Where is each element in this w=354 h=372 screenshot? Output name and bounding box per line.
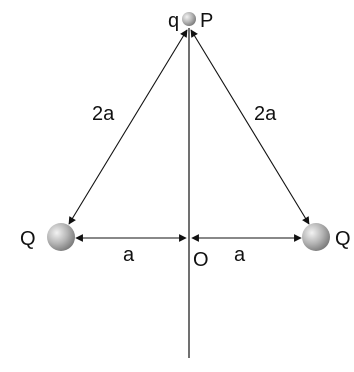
left-slant-label: 2a xyxy=(92,103,115,125)
right-charge-ball xyxy=(302,223,330,251)
origin-label: O xyxy=(193,249,209,271)
left-charge-label: Q xyxy=(20,228,36,250)
right-slant-dimension xyxy=(190,29,310,225)
left-slant-dimension xyxy=(68,29,188,225)
left-half-base-label: a xyxy=(123,244,135,266)
point-p-label: P xyxy=(200,10,213,32)
right-half-base-label: a xyxy=(234,244,246,266)
right-slant-label: 2a xyxy=(254,103,277,125)
charge-q-label: q xyxy=(168,10,179,32)
charge-q-ball xyxy=(182,12,196,26)
right-charge-label: Q xyxy=(335,228,351,250)
left-charge-ball xyxy=(47,223,75,251)
